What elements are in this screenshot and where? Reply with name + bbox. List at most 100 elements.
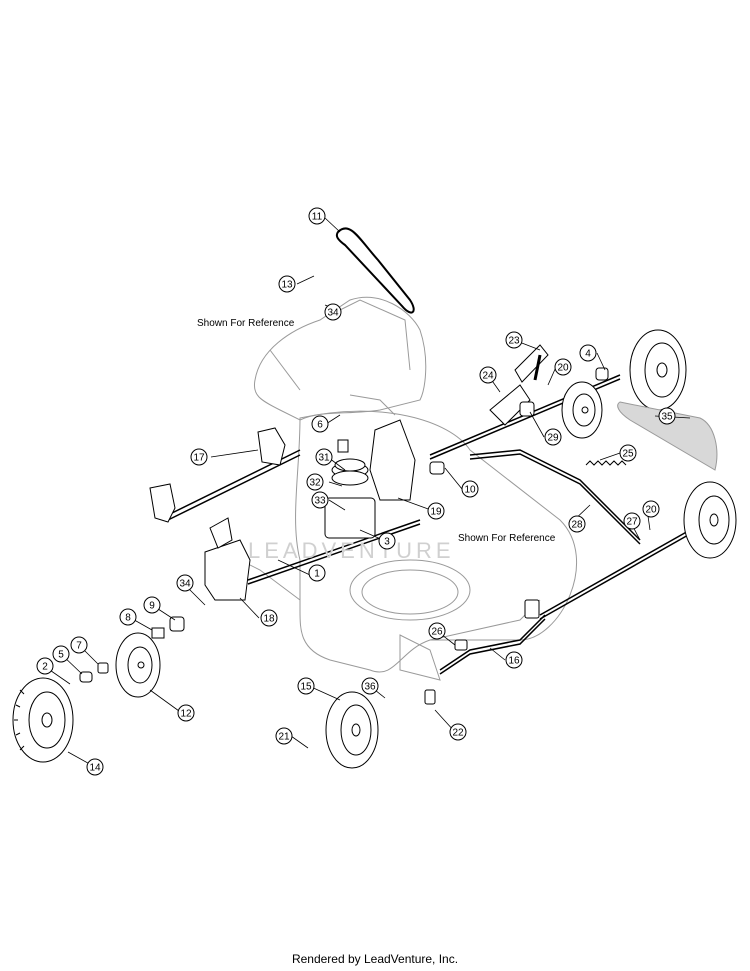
callout-part-32[interactable]: 32	[306, 473, 324, 491]
callout-circle	[275, 727, 293, 745]
callout-circle	[190, 448, 208, 466]
cable-23	[533, 354, 542, 381]
callout-circle	[505, 331, 523, 349]
callout-number: 4	[585, 349, 591, 360]
callout-circle	[361, 677, 379, 695]
callout-part-5[interactable]: 5	[52, 645, 70, 663]
callout-part-17[interactable]: 17	[190, 448, 208, 466]
transmission	[324, 439, 376, 539]
callout-part-7[interactable]: 7	[70, 636, 88, 654]
callout-part-12[interactable]: 12	[177, 704, 195, 722]
callout-part-2[interactable]: 2	[36, 657, 54, 675]
callout-number: 20	[645, 505, 657, 516]
callout-part-23[interactable]: 23	[505, 331, 523, 349]
callout-part-28[interactable]: 28	[568, 515, 586, 533]
callout-number: 27	[626, 517, 638, 528]
callout-part-3[interactable]: 3	[378, 532, 396, 550]
watermark: LEADVENTURE	[248, 538, 455, 563]
callout-number: 23	[508, 336, 520, 347]
callout-number: 19	[430, 507, 442, 518]
callout-circle	[427, 502, 445, 520]
callout-number: 33	[314, 496, 326, 507]
callout-circle	[315, 448, 333, 466]
callout-number: 2	[42, 662, 48, 673]
callout-number: 6	[317, 420, 323, 431]
callout-circle	[579, 344, 597, 362]
callout-number: 35	[661, 412, 673, 423]
callout-part-29[interactable]: 29	[544, 428, 562, 446]
callout-part-31[interactable]: 31	[315, 448, 333, 466]
callout-part-13[interactable]: 13	[278, 275, 296, 293]
callout-circle	[505, 651, 523, 669]
callout-number: 21	[278, 732, 290, 743]
callout-circle	[311, 415, 329, 433]
callout-number: 13	[281, 280, 293, 291]
callout-circle	[306, 473, 324, 491]
callout-circle	[176, 574, 194, 592]
handle-grip	[617, 401, 718, 471]
callout-number: 36	[364, 682, 376, 693]
callout-circle	[554, 358, 572, 376]
callout-number: 10	[464, 485, 476, 496]
callout-part-6[interactable]: 6	[311, 415, 329, 433]
callout-part-18[interactable]: 18	[260, 609, 278, 627]
callout-part-11[interactable]: 11	[308, 207, 326, 225]
callout-circle	[619, 444, 637, 462]
callout-part-8[interactable]: 8	[119, 608, 137, 626]
callout-part-9[interactable]: 9	[143, 596, 161, 614]
callout-number: 15	[300, 682, 312, 693]
callout-circle	[449, 723, 467, 741]
callout-circle	[308, 564, 326, 582]
reference-label-deck: Shown For Reference	[458, 533, 556, 544]
callout-circle	[378, 532, 396, 550]
callout-part-35[interactable]: 35	[658, 407, 676, 425]
callout-part-20[interactable]: 20	[554, 358, 572, 376]
callout-circle	[428, 622, 446, 640]
callout-part-36[interactable]: 36	[361, 677, 379, 695]
callout-number: 5	[58, 650, 64, 661]
callout-circle	[658, 407, 676, 425]
callout-number: 7	[76, 641, 82, 652]
callout-part-25[interactable]: 25	[619, 444, 637, 462]
callout-part-20[interactable]: 20	[642, 500, 660, 518]
callout-number: 16	[508, 656, 520, 667]
callout-part-16[interactable]: 16	[505, 651, 523, 669]
callout-circle	[461, 480, 479, 498]
callout-number: 25	[622, 449, 634, 460]
callout-part-27[interactable]: 27	[623, 512, 641, 530]
callout-part-33[interactable]: 33	[311, 491, 329, 509]
callout-part-10[interactable]: 10	[461, 480, 479, 498]
wheel-rear-right	[683, 481, 737, 559]
callout-circle	[297, 677, 315, 695]
callout-number: 24	[482, 371, 494, 382]
callout-part-15[interactable]: 15	[297, 677, 315, 695]
brackets	[149, 344, 549, 601]
callout-circle	[260, 609, 278, 627]
drive-gear-rear	[561, 381, 603, 439]
callout-number: 34	[327, 308, 339, 319]
callout-number: 1	[314, 569, 320, 580]
callout-part-22[interactable]: 22	[449, 723, 467, 741]
callout-part-19[interactable]: 19	[427, 502, 445, 520]
callout-part-4[interactable]: 4	[579, 344, 597, 362]
callout-circle	[52, 645, 70, 663]
callout-number: 11	[312, 212, 323, 223]
callout-part-1[interactable]: 1	[308, 564, 326, 582]
callout-part-21[interactable]: 21	[275, 727, 293, 745]
callout-part-24[interactable]: 24	[479, 366, 497, 384]
callout-part-14[interactable]: 14	[86, 758, 104, 776]
callout-circle	[70, 636, 88, 654]
callout-number: 32	[309, 478, 321, 489]
callout-number: 8	[125, 613, 131, 624]
callout-part-34[interactable]: 34	[324, 303, 342, 321]
callout-part-26[interactable]: 26	[428, 622, 446, 640]
callout-part-34[interactable]: 34	[176, 574, 194, 592]
reference-label-housing: Shown For Reference	[197, 318, 295, 329]
wheel-front-left	[12, 677, 74, 763]
reference-housing	[253, 296, 427, 421]
callout-circle	[568, 515, 586, 533]
callout-number: 9	[149, 601, 155, 612]
drive-gear-front	[115, 632, 161, 698]
spring	[585, 460, 627, 466]
